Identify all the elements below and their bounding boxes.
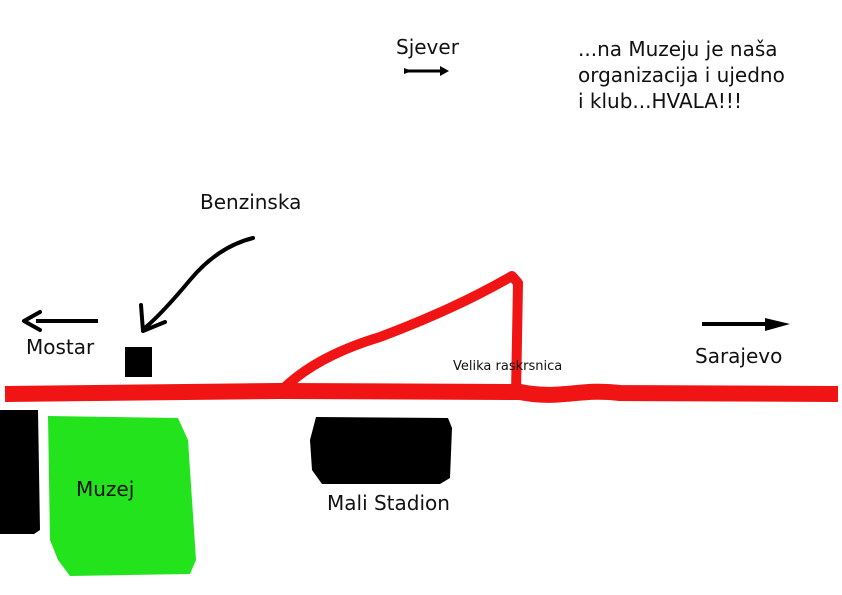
- north-label: Sjever: [396, 35, 459, 59]
- mostar-label: Mostar: [26, 335, 95, 359]
- curved-arrow-icon: [139, 236, 255, 333]
- small-stadium-area: [310, 417, 452, 484]
- note-line-1: ...na Muzeju je naša: [578, 37, 778, 61]
- gas-station-label: Benzinska: [200, 190, 302, 214]
- arrow-left-icon: [22, 310, 98, 332]
- arrow-right-icon: [702, 318, 790, 331]
- note-line-3: i klub...HVALA!!!: [578, 89, 742, 113]
- note-line-2: organizacija i ujedno: [578, 63, 785, 87]
- sarajevo-label: Sarajevo: [695, 344, 783, 368]
- crossroads-label: Velika raskrsnica: [453, 359, 563, 374]
- small-stadium-label: Mali Stadion: [327, 491, 450, 515]
- museum-area: [48, 416, 196, 576]
- main-road: [4, 382, 839, 403]
- museum-label: Muzej: [76, 477, 135, 501]
- gas-station-marker: [125, 347, 152, 377]
- north-arrow-icon: [404, 66, 449, 76]
- note-text: ...na Muzeju je naša organizacija i ujed…: [578, 36, 838, 114]
- branch-road: [277, 271, 523, 399]
- left-building: [0, 410, 40, 534]
